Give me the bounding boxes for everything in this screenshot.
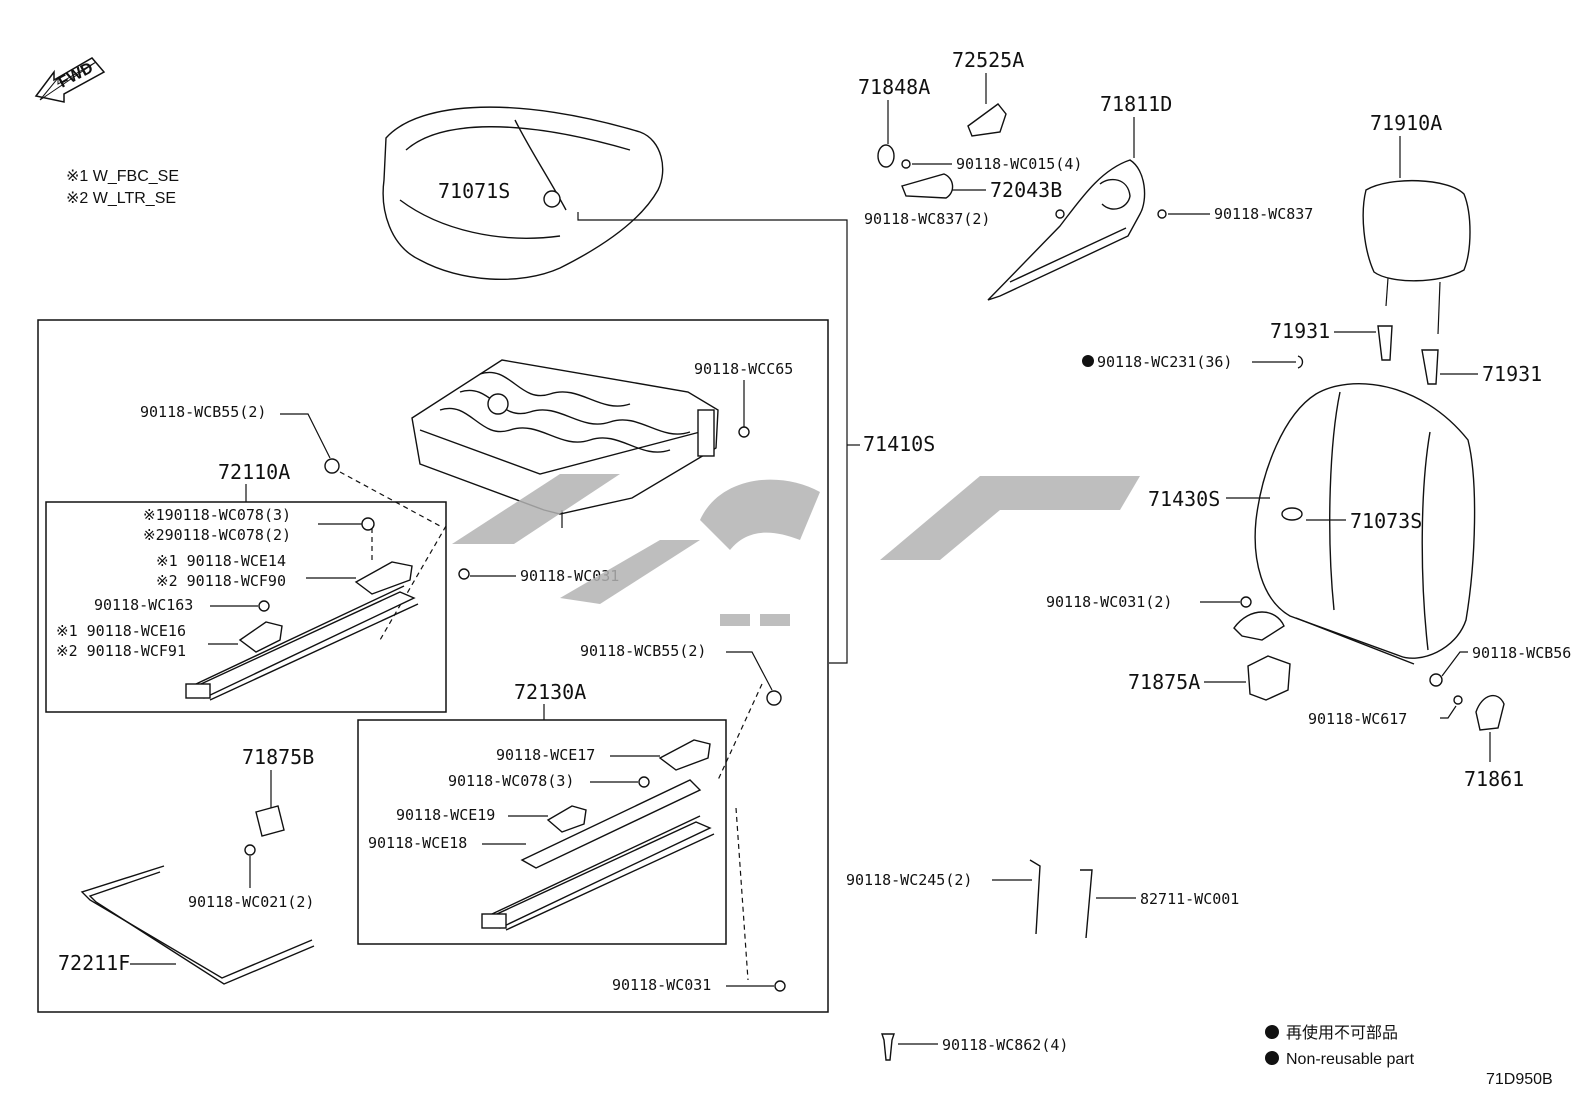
label-90118-WC031-bottom: 90118-WC031 — [612, 976, 711, 994]
guide-icon — [1421, 349, 1439, 385]
label-90118-WCE17: 90118-WCE17 — [496, 746, 595, 764]
label-90118-WCE18: 90118-WCE18 — [368, 834, 467, 852]
bracket-icon — [238, 621, 283, 653]
nut-icon — [1429, 673, 1443, 687]
guide-icon — [1377, 325, 1393, 361]
hinge-cover-icon — [1247, 655, 1291, 701]
label-71811D: 71811D — [1100, 92, 1172, 116]
non-reusable-marker-icon — [1082, 355, 1094, 367]
non-reusable-marker-icon — [1265, 1025, 1279, 1039]
non-reusable-marker-icon — [1265, 1051, 1279, 1065]
group-72110A-box — [45, 501, 447, 713]
fwd-arrow-icon: FWD — [34, 57, 106, 103]
seat-frame-assembly — [411, 359, 719, 528]
label-90118-WC837: 90118-WC837 — [1214, 205, 1313, 223]
bolt-icon — [1240, 596, 1252, 608]
label-90118-WC231-36: 90118-WC231(36) — [1097, 353, 1232, 371]
bracket-icon — [354, 561, 413, 595]
legend-note-2: ※2 W_LTR_SE — [66, 190, 176, 207]
screw-icon — [1453, 695, 1463, 705]
tie-icon — [1029, 859, 1041, 935]
label-72130A: 72130A — [514, 680, 586, 704]
screw-icon — [1055, 209, 1065, 219]
seatback-assembly — [1254, 383, 1476, 665]
label-71861: 71861 — [1464, 767, 1524, 791]
clamp-icon — [1080, 869, 1093, 939]
nut-icon — [638, 776, 650, 788]
label-90118-WCB55-2-left: 90118-WCB55(2) — [140, 403, 266, 421]
washer-icon — [877, 144, 895, 168]
label-90118-WCB56: 90118-WCB56 — [1472, 644, 1571, 662]
label-90118-WCC65: 90118-WCC65 — [694, 360, 793, 378]
label-90118-WC245-2: 90118-WC245(2) — [846, 871, 972, 889]
cushion-frame-group-box — [37, 319, 829, 1013]
cover-icon — [255, 805, 285, 837]
label-82711-WC001: 82711-WC001 — [1140, 890, 1239, 908]
knob-cover-icon — [967, 103, 1007, 137]
nut-icon — [361, 517, 375, 531]
bracket-icon — [658, 739, 711, 771]
label-71931-right: 71931 — [1482, 362, 1542, 386]
label-wce16-note1: ※1 90118-WCE16 — [56, 622, 186, 640]
legend-en: Non-reusable part — [1286, 1051, 1415, 1068]
label-90118-WC015-4: 90118-WC015(4) — [956, 155, 1082, 173]
cover-icon — [1475, 694, 1505, 731]
legend-note-1: ※1 W_FBC_SE — [66, 168, 179, 185]
nut-icon — [766, 690, 782, 706]
label-90118-WC163: 90118-WC163 — [94, 596, 193, 614]
bracket-icon — [546, 805, 587, 833]
label-90118-WCE19: 90118-WCE19 — [396, 806, 495, 824]
label-71410S: 71410S — [863, 432, 935, 456]
nut-icon — [258, 600, 270, 612]
bolt-icon — [244, 844, 256, 856]
nut-icon — [324, 458, 340, 474]
label-71931-left: 71931 — [1270, 319, 1330, 343]
label-90118-WC862-4: 90118-WC862(4) — [942, 1036, 1068, 1054]
figure-code: 71D950B — [1486, 1071, 1553, 1088]
label-wc078-2-note2: ※290118-WC078(2) — [143, 526, 291, 544]
label-90118-WC021-2: 90118-WC021(2) — [188, 893, 314, 911]
label-71910A: 71910A — [1370, 111, 1442, 135]
label-wc078-3-note1: ※190118-WC078(3) — [143, 506, 291, 524]
group-72130A-box — [357, 719, 727, 945]
label-90118-WC031-2: 90118-WC031(2) — [1046, 593, 1172, 611]
watermark-logo — [452, 474, 1140, 626]
label-wce14-note1: ※1 90118-WCE14 — [156, 552, 286, 570]
hog-ring-icon — [1297, 355, 1304, 369]
label-71848A: 71848A — [858, 75, 930, 99]
recliner-frame — [987, 159, 1146, 301]
legend-jp: 再使用不可部品 — [1286, 1023, 1398, 1042]
label-72211F: 72211F — [58, 951, 130, 975]
bracket-icon — [520, 779, 702, 869]
label-71430S: 71430S — [1148, 487, 1220, 511]
label-71073S: 71073S — [1350, 509, 1422, 533]
label-90118-WC837-2: 90118-WC837(2) — [864, 210, 990, 228]
bolt-icon — [881, 1033, 895, 1061]
screw-icon — [1157, 209, 1167, 219]
bolt-icon — [774, 980, 786, 992]
bolt-icon — [458, 568, 470, 580]
seat-cushion-pad — [382, 106, 664, 280]
label-72525A: 72525A — [952, 48, 1024, 72]
label-wcf91-note2: ※2 90118-WCF91 — [56, 642, 186, 660]
seat-rail-right — [481, 815, 715, 931]
recliner-hinge-icon — [1233, 611, 1285, 641]
screw-icon — [901, 159, 911, 169]
bolt-icon — [738, 426, 750, 438]
label-72110A: 72110A — [218, 460, 290, 484]
wire-frame — [80, 865, 313, 979]
label-71875B: 71875B — [242, 745, 314, 769]
label-wcf90-note2: ※2 90118-WCF90 — [156, 572, 286, 590]
lever-icon — [901, 173, 954, 199]
label-90118-WCB55-2-right: 90118-WCB55(2) — [580, 642, 706, 660]
label-71875A: 71875A — [1128, 670, 1200, 694]
label-90118-WC078-3: 90118-WC078(3) — [448, 772, 574, 790]
label-71071S: 71071S — [438, 179, 510, 203]
seat-rail-left — [185, 585, 419, 701]
label-90118-WC617: 90118-WC617 — [1308, 710, 1407, 728]
label-72043B: 72043B — [990, 178, 1062, 202]
headrest — [1362, 179, 1471, 335]
